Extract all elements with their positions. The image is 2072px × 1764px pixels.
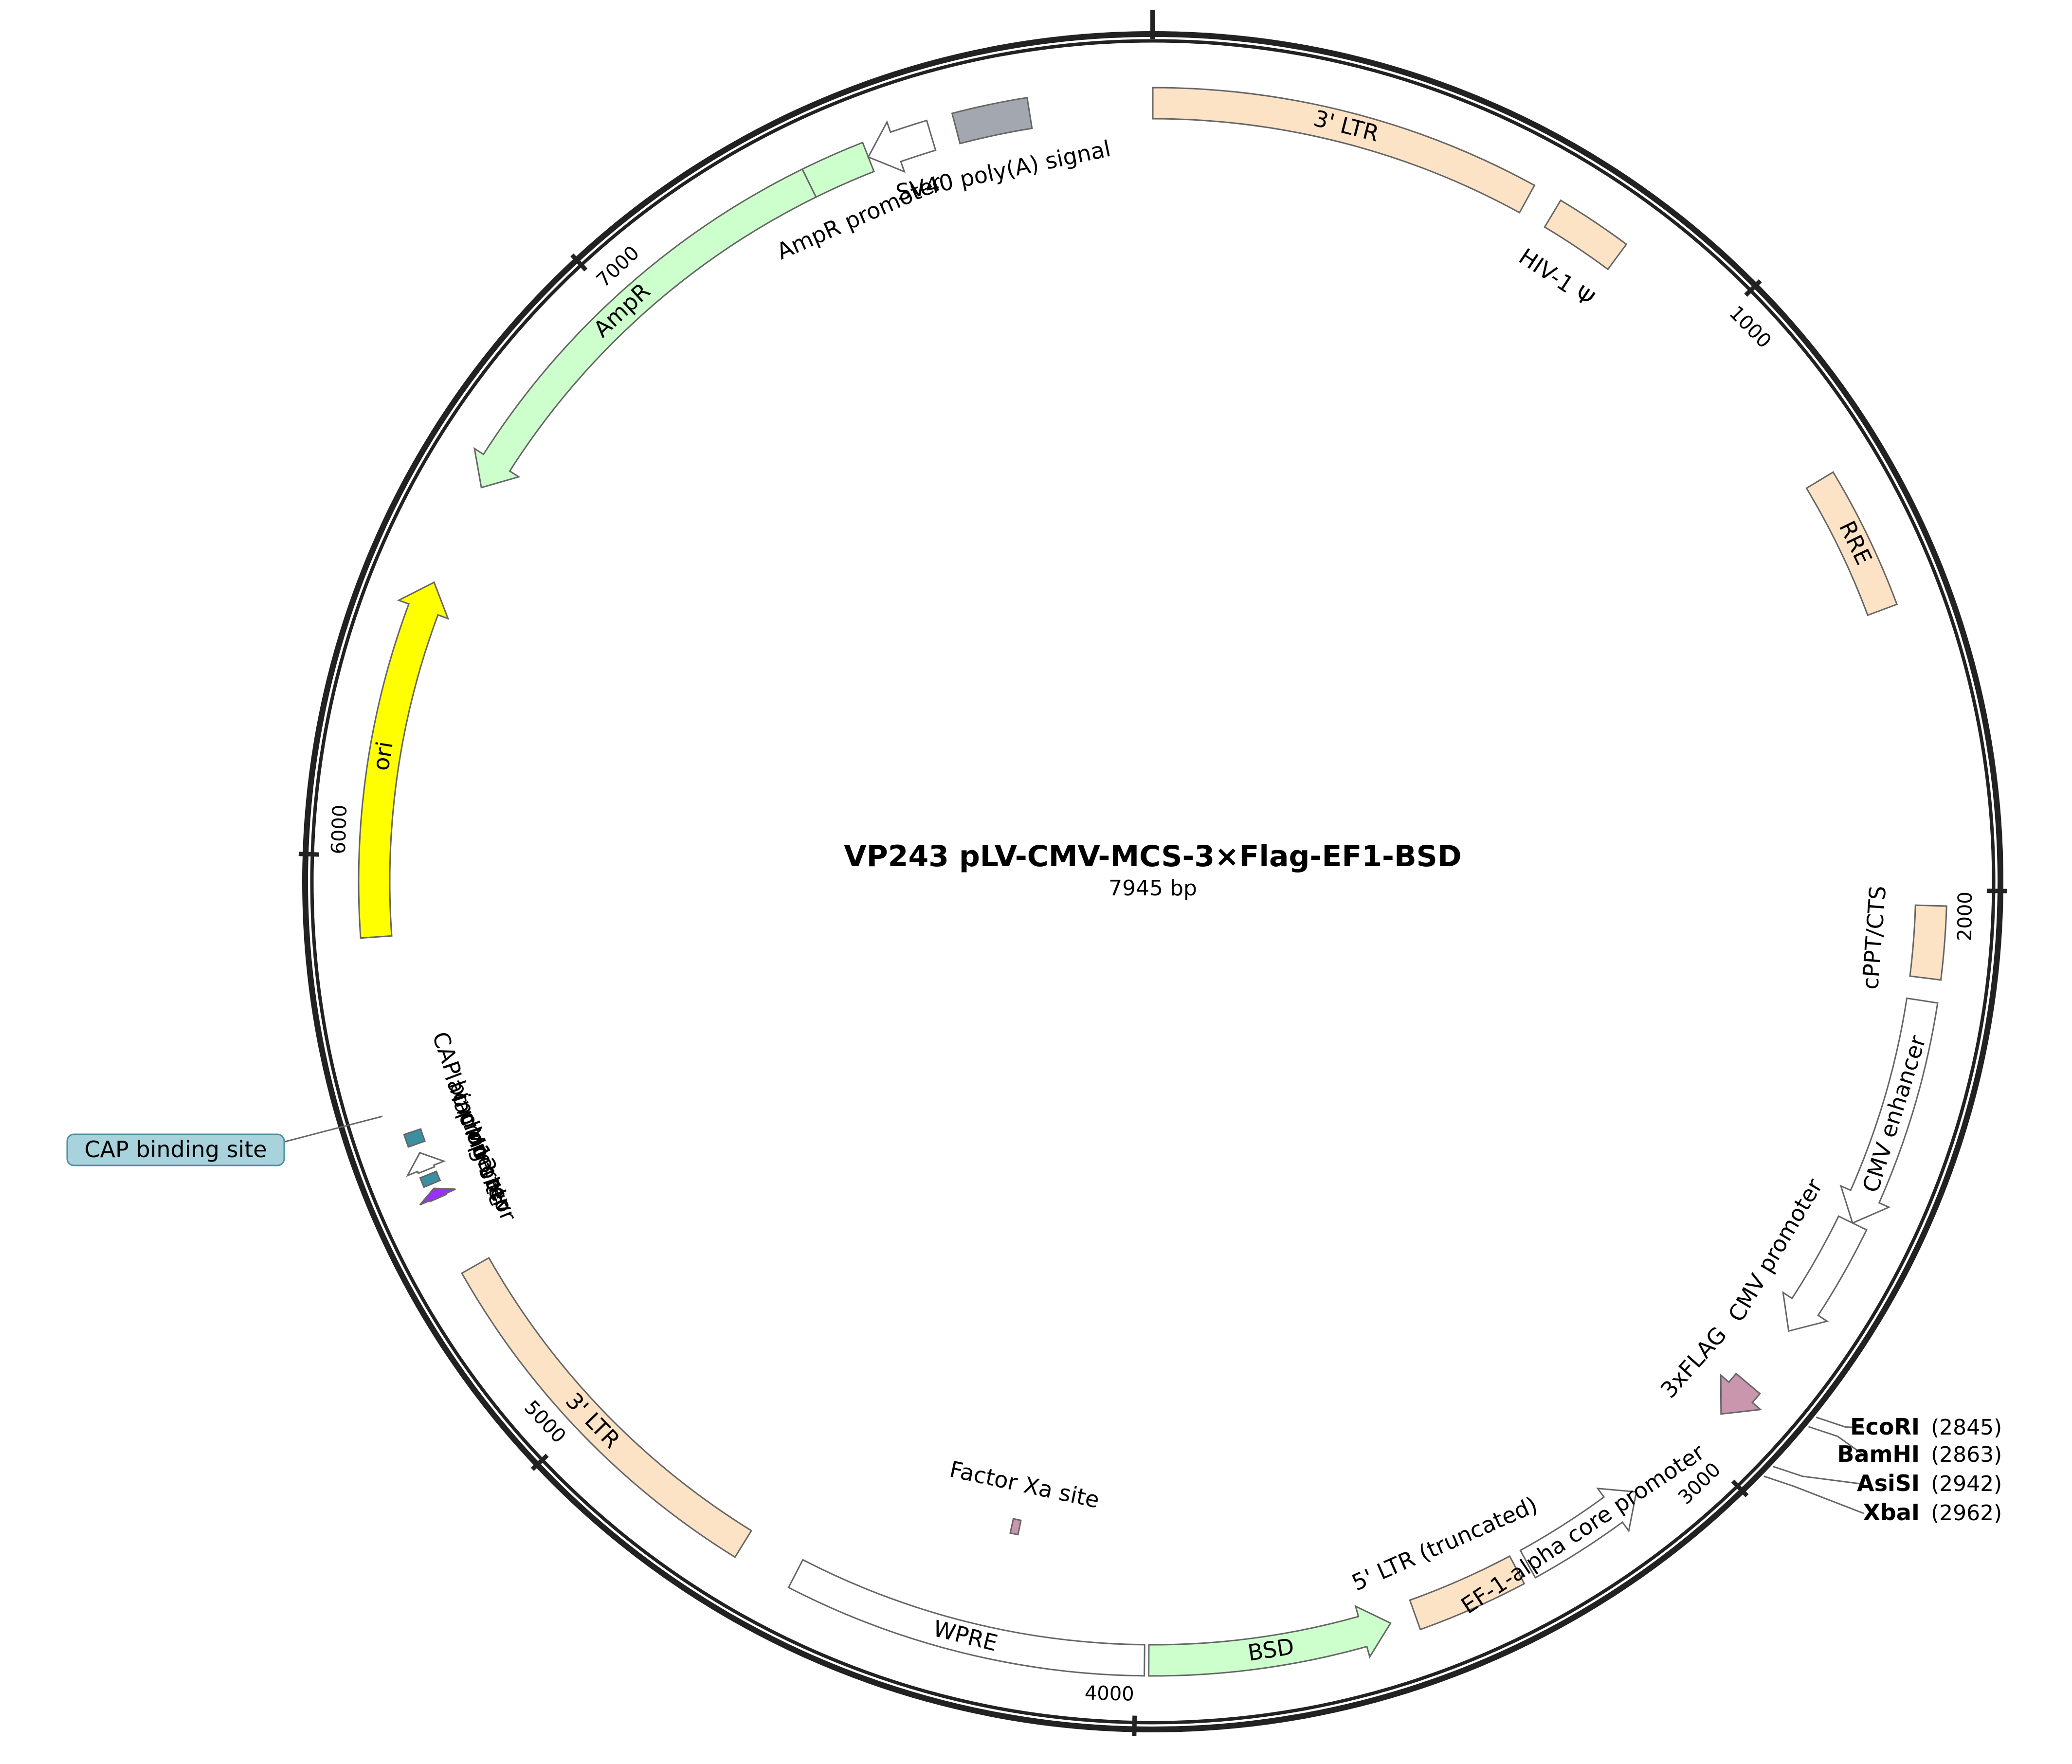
- feature-rre: [1805, 471, 1898, 617]
- tick-label: 4000: [1084, 1682, 1134, 1706]
- site-leader: [1816, 1417, 1864, 1429]
- site-name: BamHI: [1837, 1441, 1920, 1467]
- feature-xa: [1009, 1518, 1022, 1536]
- cap-callout-label: CAP binding site: [84, 1136, 267, 1163]
- tick-mark: [1132, 1715, 1137, 1736]
- site-leader: [1773, 1466, 1864, 1485]
- site-leader: [1808, 1426, 1864, 1456]
- feature-track: [358, 87, 1947, 1677]
- feature-sv40: [951, 96, 1033, 145]
- cap-callout-box: [66, 1133, 285, 1166]
- cap-callout-leader: [285, 1115, 383, 1143]
- feature-lacop: [419, 1170, 441, 1188]
- feature-lacprom: [406, 1152, 446, 1177]
- feature-label-cap: CAP binding site: [427, 1028, 512, 1209]
- feature-label-xa: Factor Xa site: [947, 1456, 1102, 1513]
- feature-ef1: [1519, 1487, 1637, 1579]
- feature-cmv-enh: [1839, 997, 1939, 1224]
- site-position: (2845): [1931, 1415, 2002, 1440]
- feature-ampr: [473, 168, 817, 489]
- tick-label: 6000: [327, 804, 351, 855]
- plasmid-length: 7945 bp: [1109, 876, 1197, 901]
- tick-mark: [1731, 1479, 1749, 1497]
- tick-mark: [298, 852, 320, 857]
- feature-ltr3-left: [460, 1256, 753, 1558]
- feature-label-cppt: cPPT/CTS: [1857, 885, 1891, 990]
- feature-label-ori: ori: [367, 740, 398, 773]
- backbone-inner-ring: [310, 39, 1996, 1725]
- tick-label: 2000: [1954, 891, 1977, 941]
- site-name: XbaI: [1863, 1499, 1920, 1526]
- site-name: AsiSI: [1857, 1470, 1920, 1496]
- restriction-sites: EcoRI (2845) BamHI (2863) AsiSI (2942) XbaI (29…: [1763, 1414, 2002, 1526]
- feature-ampr-prom: [801, 141, 875, 198]
- tick-mark: [530, 1454, 549, 1471]
- site-position: (2942): [1931, 1472, 2002, 1496]
- feature-ampr-prom-arrow: [867, 119, 937, 173]
- feature-label-cmv-enh: CMV enhancer: [1857, 1032, 1931, 1195]
- feature-wpre: [787, 1559, 1145, 1677]
- plasmid-title: VP243 pLV-CMV-MCS-3×Flag-EF1-BSD: [844, 839, 1461, 873]
- site-leader: [1763, 1475, 1864, 1514]
- feature-cppt: [1909, 904, 1947, 981]
- tick-mark: [1744, 279, 1762, 297]
- feature-cmv-prom: [1782, 1215, 1868, 1332]
- feature-ltr5: [1409, 1555, 1526, 1631]
- feature-m13: [419, 1187, 456, 1206]
- tick-mark: [570, 253, 588, 272]
- site-name: EcoRI: [1850, 1414, 1920, 1440]
- feature-cap: [403, 1128, 426, 1148]
- feature-ltr3-top: [1152, 87, 1536, 214]
- site-position: (2962): [1931, 1501, 2002, 1526]
- site-position: (2863): [1931, 1442, 2002, 1467]
- feature-flag: [1720, 1372, 1763, 1415]
- feature-bsd: [1148, 1604, 1392, 1677]
- feature-ori: [358, 581, 450, 939]
- cap-callout: CAP binding site: [66, 1115, 383, 1166]
- plasmid-backbone: [302, 10, 2003, 1732]
- feature-hiv-psi: [1544, 199, 1628, 271]
